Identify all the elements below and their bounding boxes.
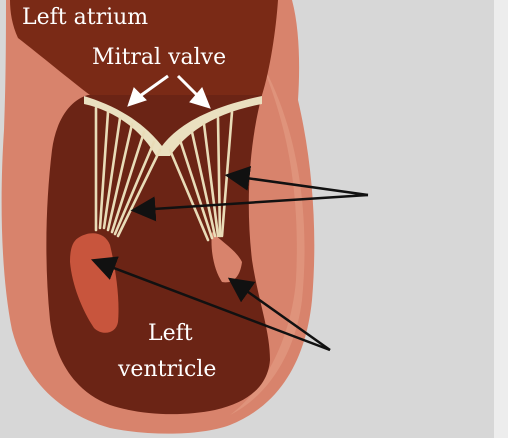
chordae-tendineae-left	[94, 106, 162, 238]
background-right-edge	[494, 0, 508, 438]
label-left-atrium: Left atrium	[22, 5, 148, 30]
arrow-to-right-chordae	[224, 166, 369, 197]
left-ventricle-chamber	[46, 95, 270, 415]
white-arrow-right-head	[189, 87, 211, 109]
arrow-to-right-papillary	[227, 277, 331, 352]
mitral-valve-white-arrows	[127, 74, 211, 109]
white-arrow-left	[139, 74, 169, 98]
mitral-valve-leaflets	[84, 96, 262, 156]
white-arrow-right	[176, 74, 200, 98]
white-arrow-left-head	[127, 87, 147, 107]
label-left-ventricle-line1: Left	[148, 321, 193, 346]
left-atrium-chamber	[10, 0, 278, 95]
black-pointer-arrows	[90, 166, 369, 352]
label-mitral-valve: Mitral valve	[92, 45, 226, 70]
arrow-to-left-papillary	[90, 256, 331, 352]
label-left-ventricle-line2: ventricle	[117, 357, 216, 382]
right-papillary-muscle	[211, 232, 242, 283]
arrow-to-left-chordae	[130, 193, 369, 222]
